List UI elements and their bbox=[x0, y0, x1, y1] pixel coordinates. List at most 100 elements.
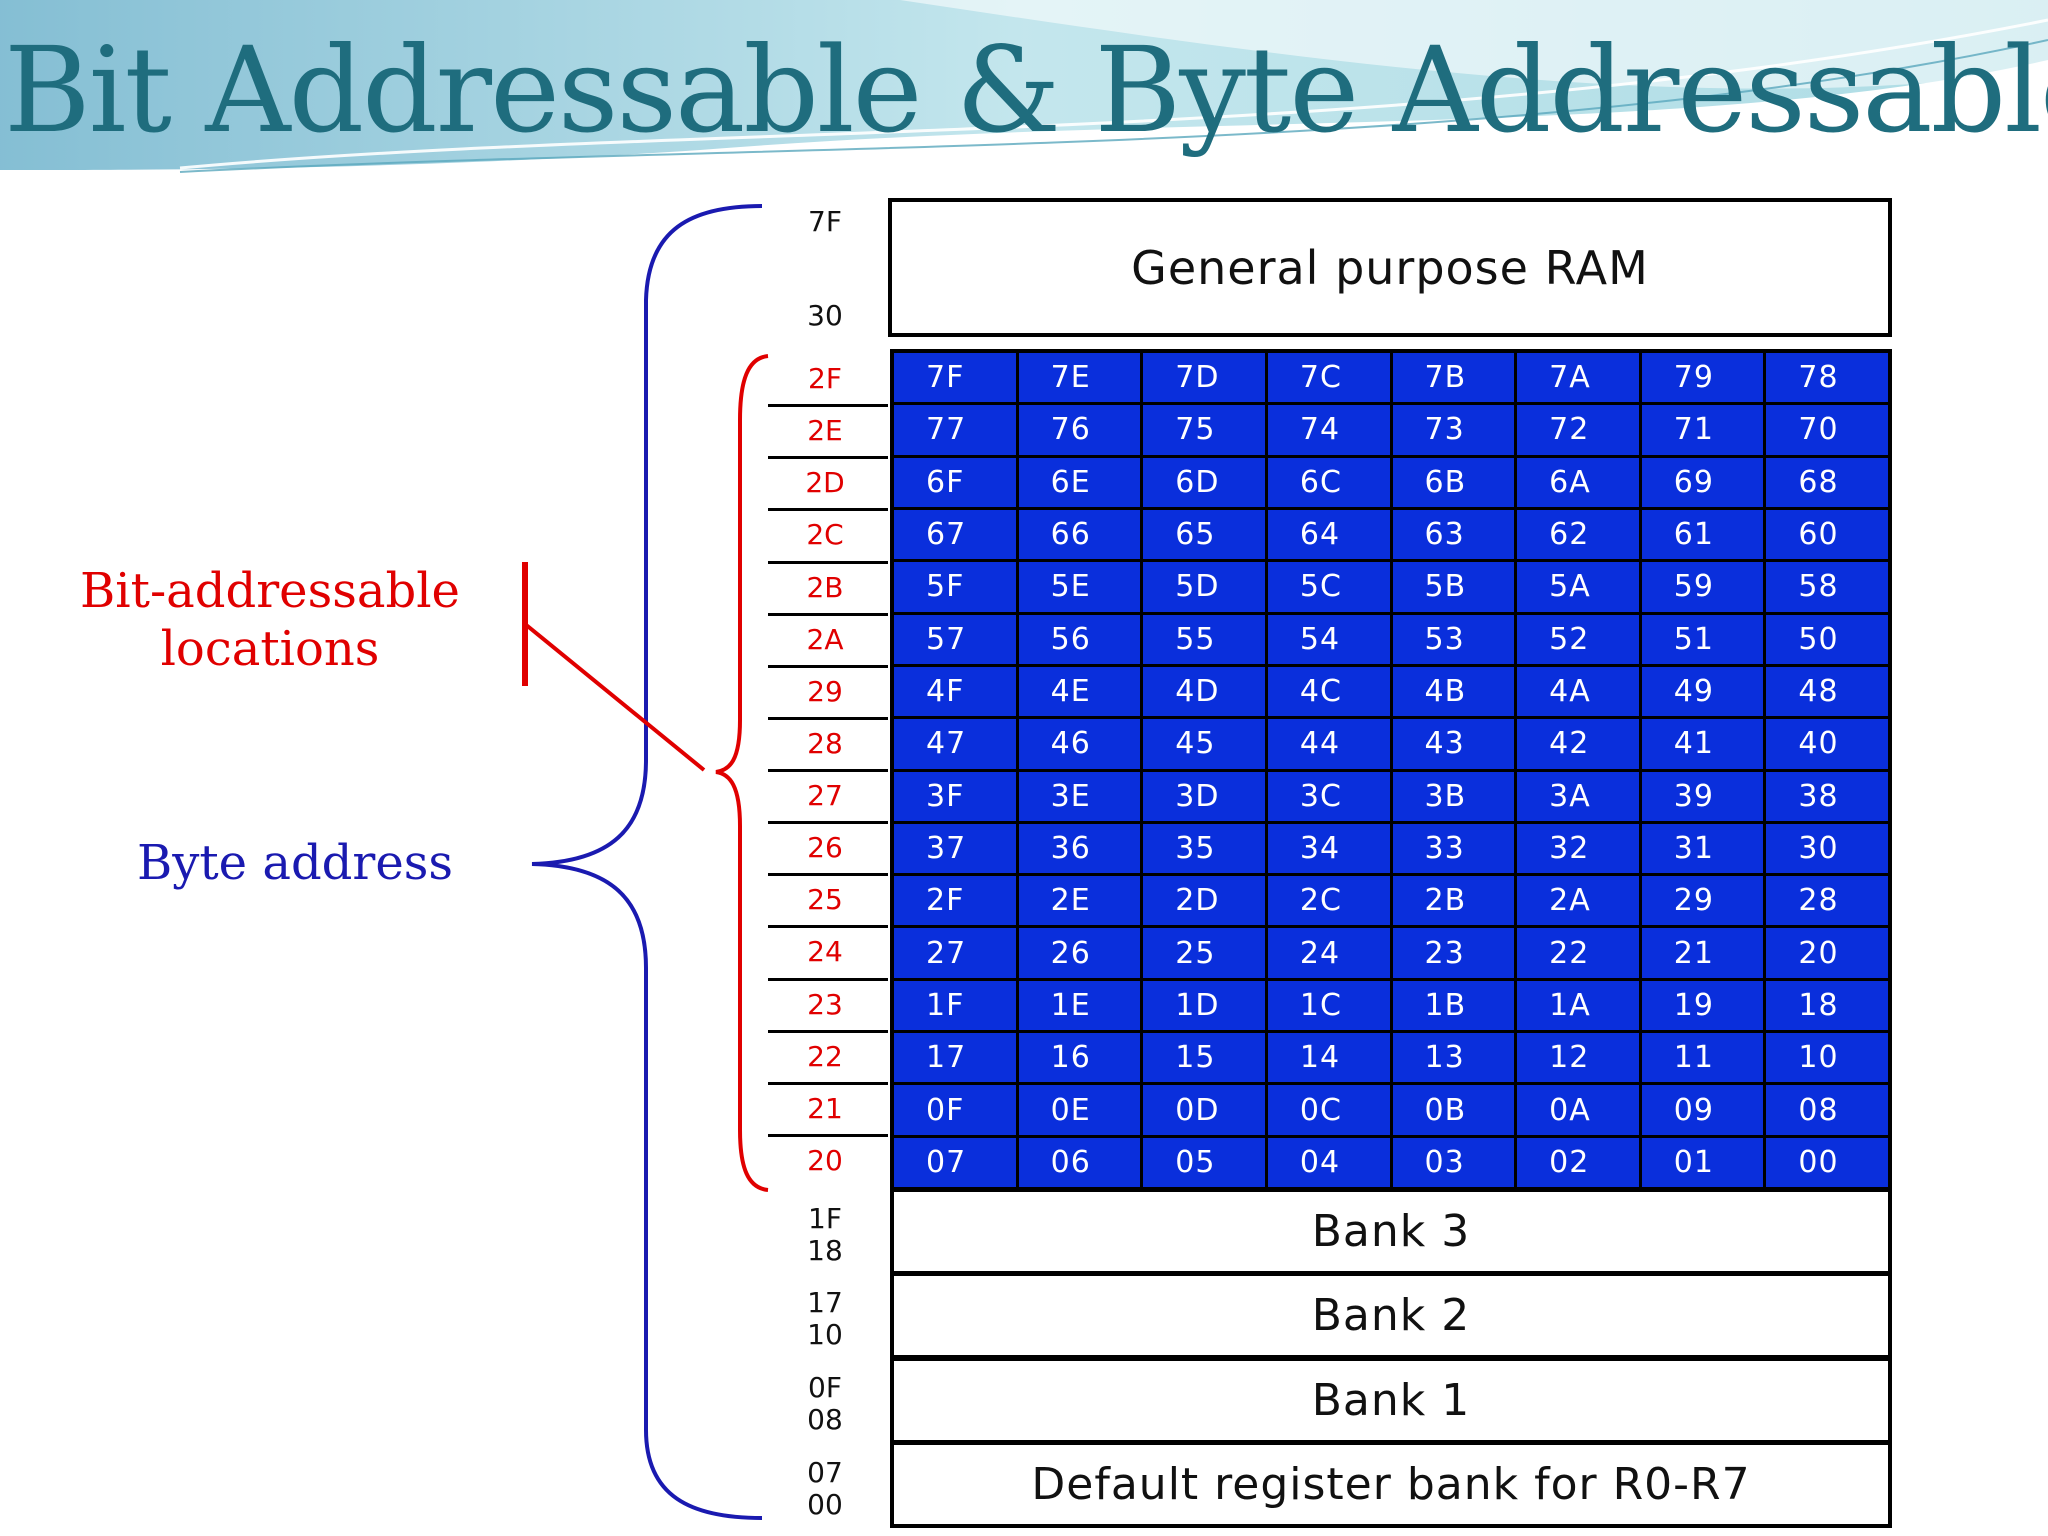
bit-cell: 55 bbox=[1143, 614, 1265, 664]
bit-label-line2: locations bbox=[160, 621, 380, 677]
bit-cell: 39 bbox=[1641, 771, 1764, 821]
bit-cell: 62 bbox=[1517, 509, 1639, 560]
bit-cell: 23 bbox=[1392, 928, 1515, 978]
bit-cell: 22 bbox=[1517, 928, 1639, 978]
row-separator bbox=[768, 613, 888, 616]
byte-address-label: Byte address bbox=[136, 835, 454, 891]
bit-cell: 74 bbox=[1267, 405, 1390, 455]
bit-cell: 47 bbox=[894, 719, 1016, 769]
bit-row-address: 27 bbox=[807, 779, 843, 812]
bit-row-address: 21 bbox=[807, 1092, 843, 1125]
bit-cell: 48 bbox=[1766, 666, 1888, 717]
bit-cell: 2F bbox=[894, 876, 1016, 926]
bit-cell: 43 bbox=[1392, 719, 1515, 769]
bit-cell: 60 bbox=[1766, 509, 1888, 560]
bit-cell: 54 bbox=[1267, 614, 1390, 664]
bit-cell: 65 bbox=[1143, 509, 1265, 560]
bit-cell: 7B bbox=[1392, 353, 1515, 403]
bit-cell: 3A bbox=[1517, 771, 1639, 821]
bit-cell: 5C bbox=[1267, 562, 1390, 612]
bank-0-default-block: Default register bank for R0-R7 bbox=[890, 1441, 1892, 1528]
bit-cell: 64 bbox=[1267, 509, 1390, 560]
bit-cell: 56 bbox=[1018, 614, 1141, 664]
addr-label-30: 30 bbox=[807, 299, 843, 332]
bit-cell: 00 bbox=[1766, 1137, 1888, 1187]
bit-cell: 45 bbox=[1143, 719, 1265, 769]
bit-cell: 6D bbox=[1143, 457, 1265, 507]
bit-row-address: 2B bbox=[806, 571, 844, 604]
bit-cell: 2D bbox=[1143, 876, 1265, 926]
bit-cell: 7A bbox=[1517, 353, 1639, 403]
bit-cell: 29 bbox=[1641, 876, 1764, 926]
row-separator bbox=[768, 561, 888, 564]
bit-cell: 24 bbox=[1267, 928, 1390, 978]
bit-cell: 4B bbox=[1392, 666, 1515, 717]
row-separator bbox=[768, 404, 888, 407]
row-separator bbox=[768, 1134, 888, 1137]
bit-row-address: 28 bbox=[807, 727, 843, 760]
bit-cell: 4F bbox=[894, 666, 1016, 717]
bit-cell: 5D bbox=[1143, 562, 1265, 612]
bit-cell: 3E bbox=[1018, 771, 1141, 821]
bit-cell: 0E bbox=[1018, 1085, 1141, 1135]
bit-cell: 16 bbox=[1018, 1033, 1141, 1083]
bit-cell: 68 bbox=[1766, 457, 1888, 507]
bit-cell: 50 bbox=[1766, 614, 1888, 664]
bit-cell: 1D bbox=[1143, 980, 1265, 1031]
bit-cell: 77 bbox=[894, 405, 1016, 455]
bit-cell: 78 bbox=[1766, 353, 1888, 403]
bit-cell: 1A bbox=[1517, 980, 1639, 1031]
bit-cell: 52 bbox=[1517, 614, 1639, 664]
bit-cell: 49 bbox=[1641, 666, 1764, 717]
bit-cell: 1F bbox=[894, 980, 1016, 1031]
bit-cell: 04 bbox=[1267, 1137, 1390, 1187]
bit-cell: 40 bbox=[1766, 719, 1888, 769]
bit-row-address: 2F bbox=[808, 362, 842, 395]
bit-cell: 73 bbox=[1392, 405, 1515, 455]
bit-cell: 4E bbox=[1018, 666, 1141, 717]
bit-label-line1: Bit-addressable bbox=[80, 563, 460, 619]
bit-cell: 1E bbox=[1018, 980, 1141, 1031]
row-separator bbox=[768, 508, 888, 511]
row-separator bbox=[768, 978, 888, 981]
bit-cell: 3F bbox=[894, 771, 1016, 821]
bit-cell: 01 bbox=[1641, 1137, 1764, 1187]
bit-cell: 41 bbox=[1641, 719, 1764, 769]
bit-cell: 57 bbox=[894, 614, 1016, 664]
bit-cell: 58 bbox=[1766, 562, 1888, 612]
bit-cell: 1C bbox=[1267, 980, 1390, 1031]
row-separator bbox=[768, 1030, 888, 1033]
bit-cell: 07 bbox=[894, 1137, 1016, 1187]
bit-cell: 19 bbox=[1641, 980, 1764, 1031]
row-separator bbox=[768, 1082, 888, 1085]
addr-label-1f: 1F bbox=[808, 1202, 842, 1235]
bit-addressable-brace bbox=[715, 354, 769, 1192]
bit-cell: 20 bbox=[1766, 928, 1888, 978]
bit-cell: 1B bbox=[1392, 980, 1515, 1031]
addr-label-7f: 7F bbox=[808, 205, 842, 238]
bit-row-address: 25 bbox=[807, 883, 843, 916]
bit-cell: 6C bbox=[1267, 457, 1390, 507]
bit-cell: 72 bbox=[1517, 405, 1639, 455]
slide-title: Bit Addressable & Byte Addressable bbox=[4, 21, 2048, 159]
bit-row-address: 23 bbox=[807, 988, 843, 1021]
bit-cell: 3C bbox=[1267, 771, 1390, 821]
bit-cell: 15 bbox=[1143, 1033, 1265, 1083]
bit-cell: 18 bbox=[1766, 980, 1888, 1031]
bit-cell: 63 bbox=[1392, 509, 1515, 560]
bit-cell: 32 bbox=[1517, 823, 1639, 874]
bit-cell: 3D bbox=[1143, 771, 1265, 821]
bit-label-pointer bbox=[523, 622, 706, 772]
bit-cell: 71 bbox=[1641, 405, 1764, 455]
bit-cell: 30 bbox=[1766, 823, 1888, 874]
addr-label-10: 10 bbox=[807, 1318, 843, 1351]
bit-cell: 69 bbox=[1641, 457, 1764, 507]
bit-cell: 5F bbox=[894, 562, 1016, 612]
addr-label-08: 08 bbox=[807, 1403, 843, 1436]
bit-cell: 61 bbox=[1641, 509, 1764, 560]
bit-cell: 2A bbox=[1517, 876, 1639, 926]
bit-cell: 36 bbox=[1018, 823, 1141, 874]
row-separator bbox=[768, 821, 888, 824]
bit-cell: 67 bbox=[894, 509, 1016, 560]
